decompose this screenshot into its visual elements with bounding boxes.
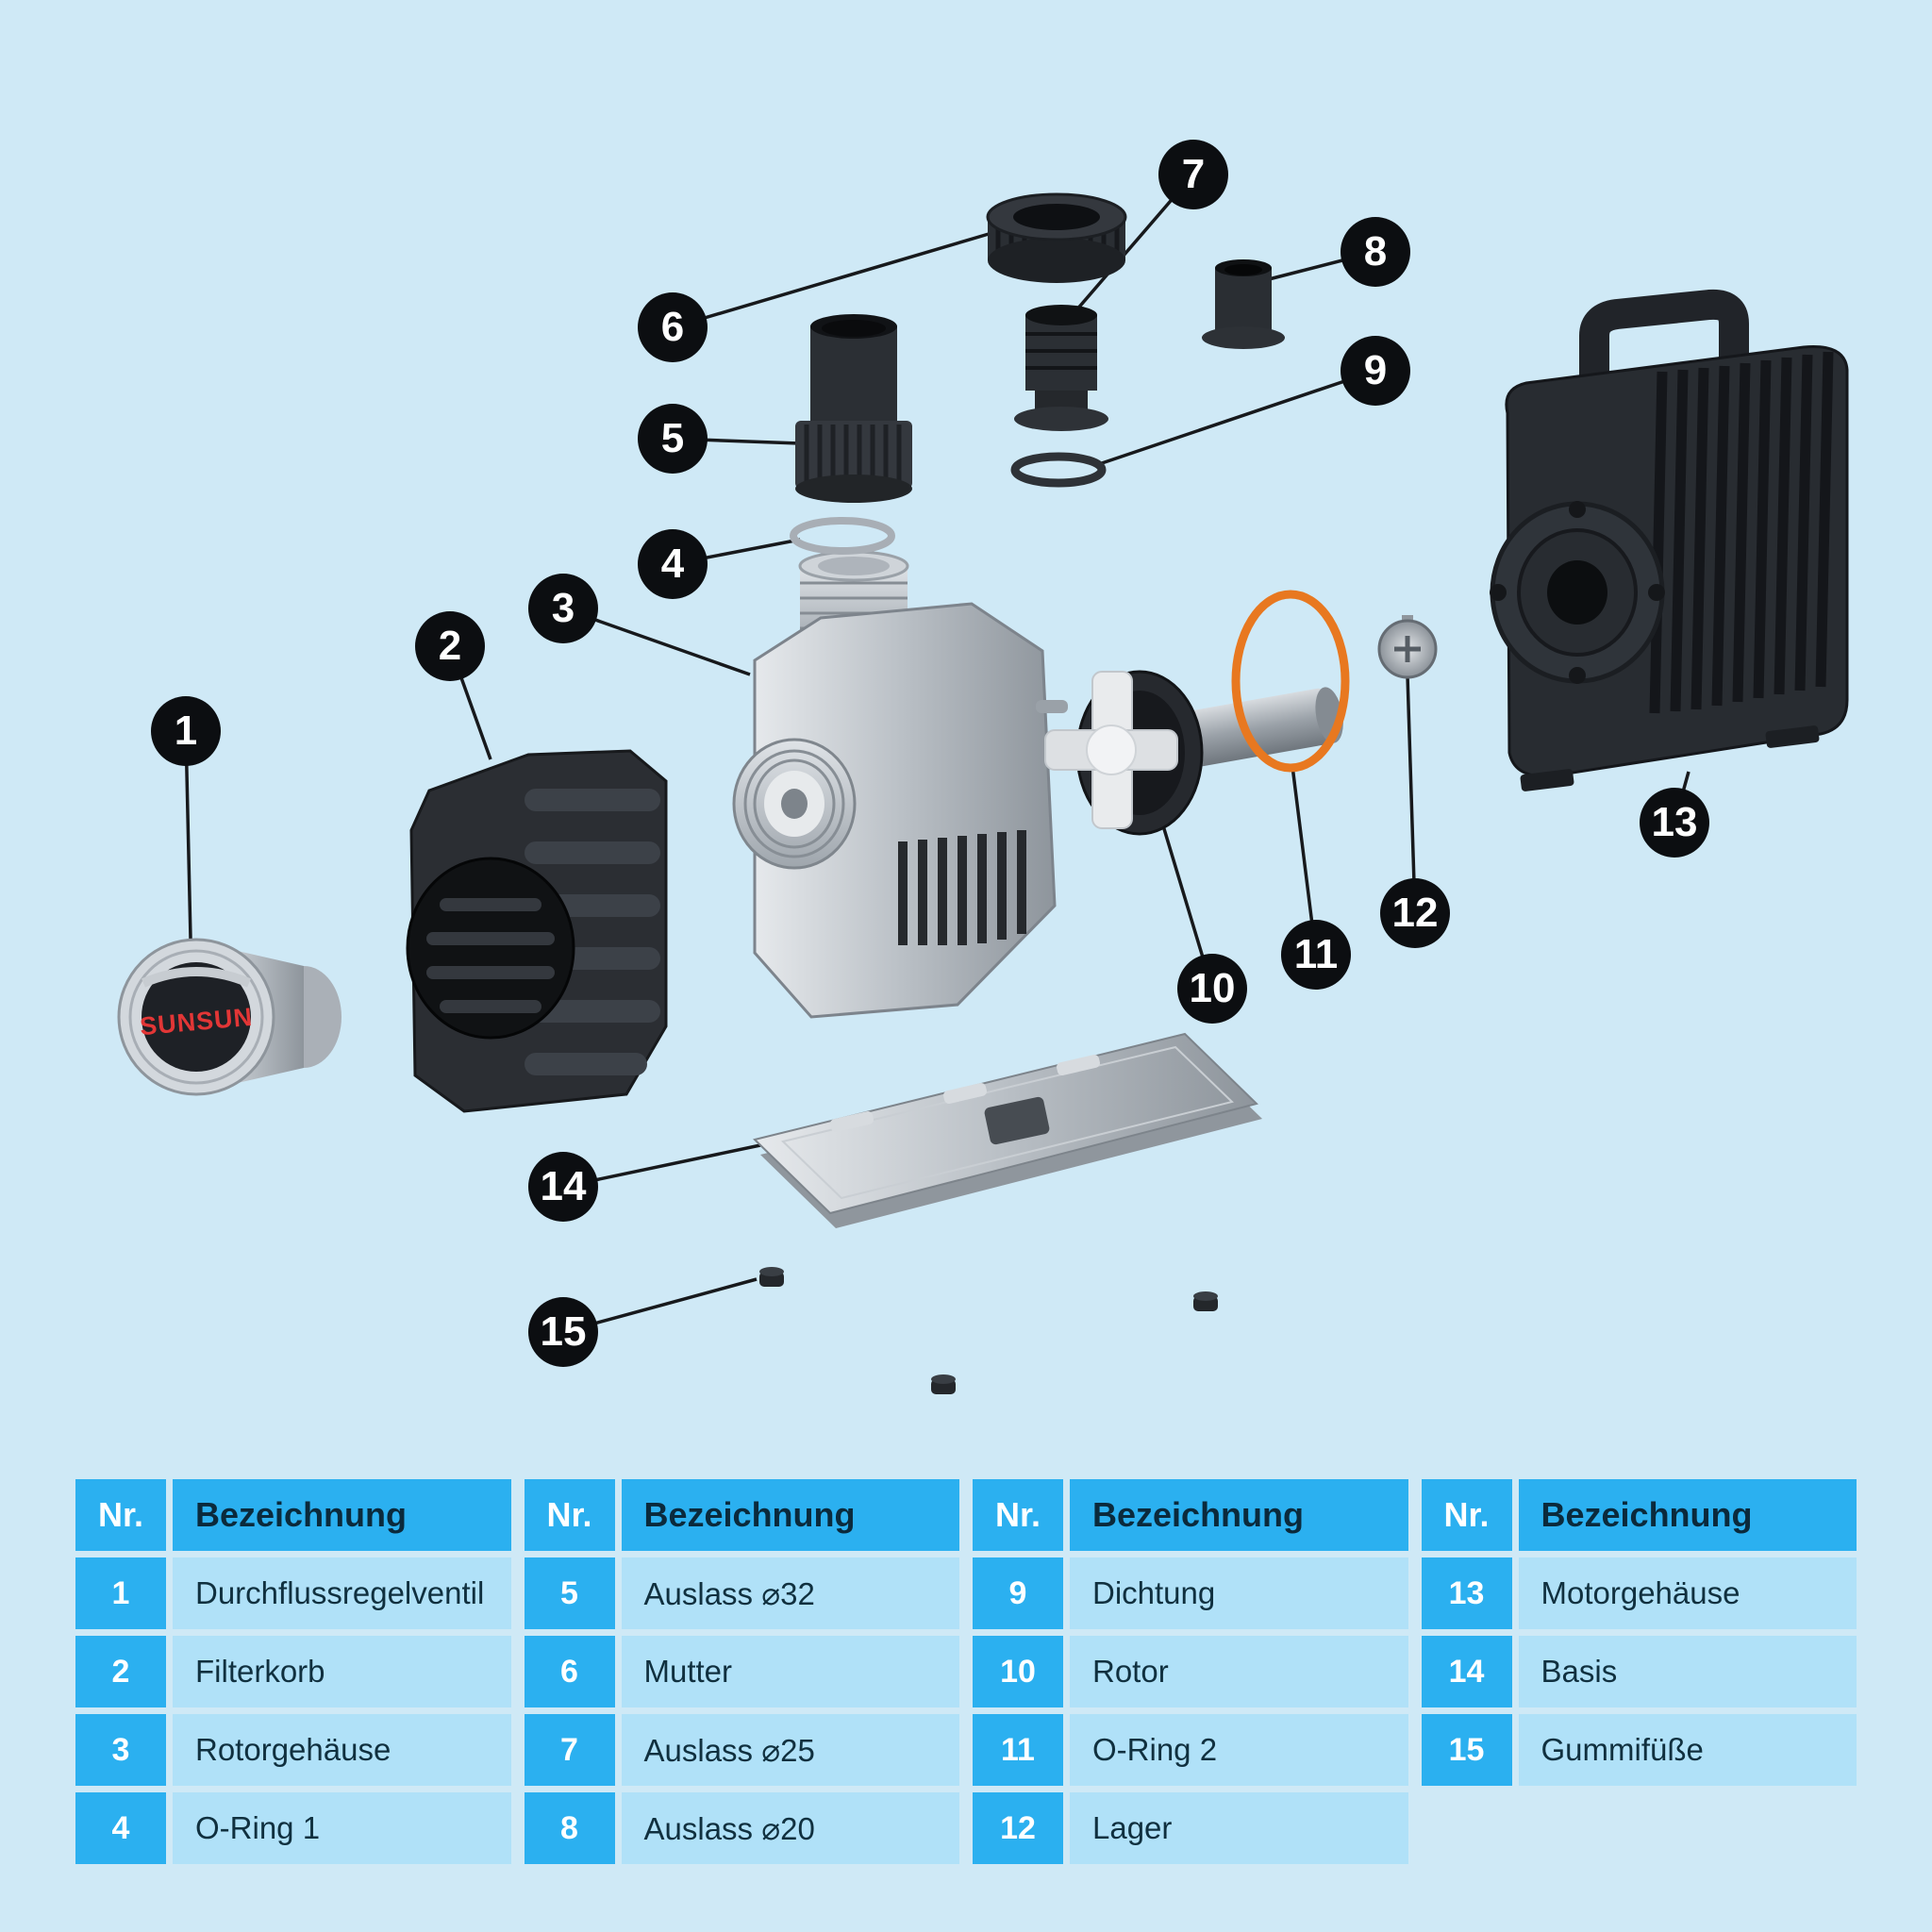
callout-5: 5: [638, 404, 708, 474]
part-name-cell: Dichtung: [1070, 1557, 1408, 1629]
part-number-cell: 5: [524, 1557, 615, 1629]
leader-line-9: [1098, 369, 1376, 466]
callout-2: 2: [415, 611, 485, 681]
part-number-cell: 12: [973, 1792, 1063, 1864]
part-name-cell: Mutter: [621, 1636, 959, 1707]
part-base-plate: [753, 1032, 1262, 1228]
callout-11: 11: [1281, 920, 1351, 990]
callout-8: 8: [1341, 217, 1410, 287]
part-outlet-32: [795, 314, 912, 503]
part-number-cell: 7: [524, 1714, 615, 1786]
part-number-cell: 9: [973, 1557, 1063, 1629]
part-gasket: [1010, 452, 1107, 488]
part-outlet-25: [1014, 305, 1108, 431]
callout-9: 9: [1341, 336, 1410, 406]
callout-4: 4: [638, 529, 708, 599]
part-number-cell: 15: [1421, 1714, 1512, 1786]
part-rotor: [1044, 670, 1343, 836]
column-header-bezeichnung: Bezeichnung: [621, 1479, 959, 1551]
part-name-cell: Gummifüße: [1518, 1714, 1857, 1786]
part-bearing: [1377, 615, 1438, 679]
part-motor-housing: [1490, 289, 1849, 791]
column-header-nr: Nr.: [524, 1479, 615, 1551]
part-o-ring-1: [790, 517, 895, 555]
column-header-nr: Nr.: [75, 1479, 166, 1551]
part-name-cell: Auslass ⌀20: [621, 1792, 959, 1864]
callout-3: 3: [528, 574, 598, 643]
part-name-cell: Auslass ⌀32: [621, 1557, 959, 1629]
part-number-cell: 11: [973, 1714, 1063, 1786]
column-header-nr: Nr.: [1421, 1479, 1512, 1551]
part-name-cell: Motorgehäuse: [1518, 1557, 1857, 1629]
callout-6: 6: [638, 292, 708, 362]
callout-15: 15: [528, 1297, 598, 1367]
part-outlet-20: [1202, 259, 1285, 349]
part-rotor-housing: [732, 550, 1068, 1019]
part-filter-basket: [406, 749, 668, 1113]
callout-14: 14: [528, 1152, 598, 1222]
part-number-cell: 14: [1421, 1636, 1512, 1707]
part-name-cell: O-Ring 1: [173, 1792, 511, 1864]
part-number-cell: 1: [75, 1557, 166, 1629]
part-name-cell: Basis: [1518, 1636, 1857, 1707]
part-number-cell: 3: [75, 1714, 166, 1786]
column-header-bezeichnung: Bezeichnung: [1518, 1479, 1857, 1551]
part-name-cell: Rotor: [1070, 1636, 1408, 1707]
callout-12: 12: [1380, 878, 1450, 948]
column-header-bezeichnung: Bezeichnung: [173, 1479, 511, 1551]
callout-10: 10: [1177, 954, 1247, 1024]
column-header-nr: Nr.: [973, 1479, 1063, 1551]
part-number-cell: 10: [973, 1636, 1063, 1707]
part-name-cell: Lager: [1070, 1792, 1408, 1864]
part-number-cell: 6: [524, 1636, 615, 1707]
part-flow-control-valve: SUNSUN: [117, 938, 341, 1096]
part-number-cell: 2: [75, 1636, 166, 1707]
part-rubber-feet: [759, 1267, 1218, 1394]
callout-13: 13: [1640, 788, 1709, 858]
part-number-cell: 8: [524, 1792, 615, 1864]
part-name-cell: Filterkorb: [173, 1636, 511, 1707]
part-name-cell: O-Ring 2: [1070, 1714, 1408, 1786]
leader-line-12: [1406, 675, 1417, 914]
column-header-bezeichnung: Bezeichnung: [1070, 1479, 1408, 1551]
part-name-cell: Rotorgehäuse: [173, 1714, 511, 1786]
exploded-view-illustration: SUNSUN: [117, 173, 1849, 1394]
part-name-cell: Auslass ⌀25: [621, 1714, 959, 1786]
callout-1: 1: [151, 696, 221, 766]
part-number-cell: 13: [1421, 1557, 1512, 1629]
part-number-cell: 4: [75, 1792, 166, 1864]
part-nut: [986, 192, 1127, 283]
part-o-ring-2: [1231, 590, 1350, 773]
leader-line-6: [672, 232, 990, 329]
callout-7: 7: [1158, 140, 1228, 209]
exploded-pump-diagram: SUNSUN: [117, 140, 1849, 1394]
part-name-cell: Durchflussregelventil: [173, 1557, 511, 1629]
